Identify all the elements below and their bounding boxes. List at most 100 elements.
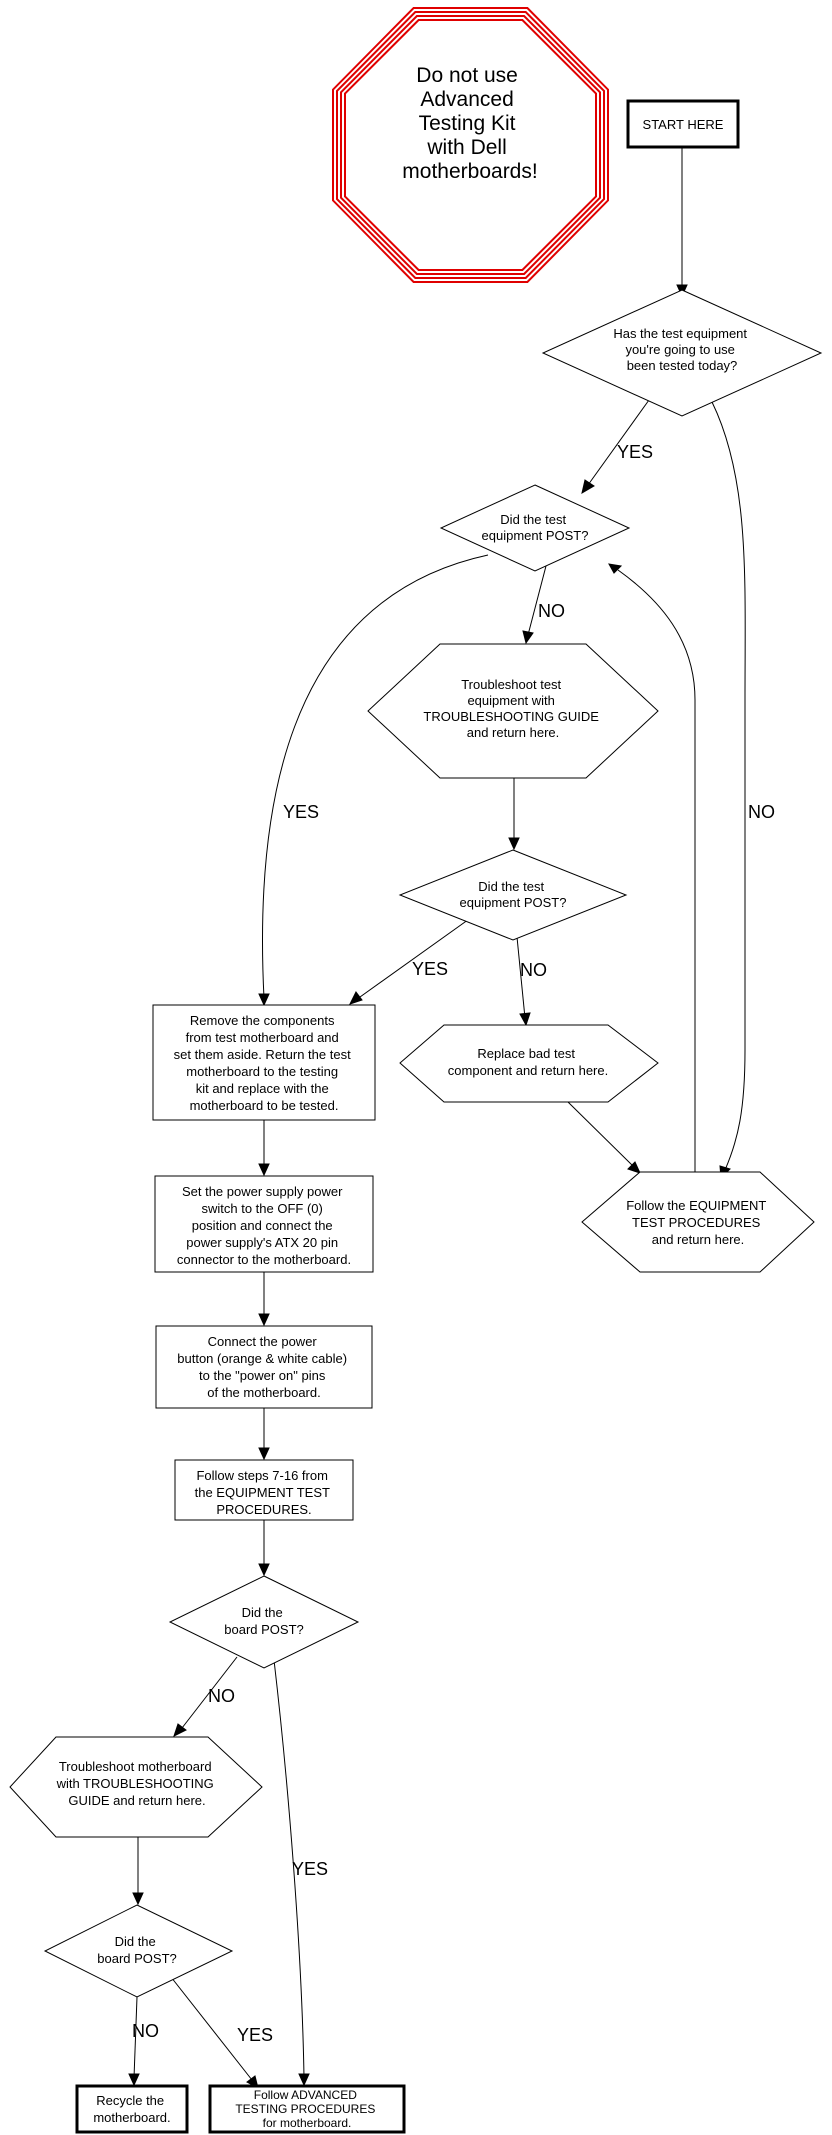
node-label: with TROUBLESHOOTING [56,1776,214,1791]
node-label: from test motherboard and [186,1030,339,1045]
svg-text:Recycle the motherboar: Recycle the motherboard. [93,2093,170,2125]
edge-label-no: NO [208,1686,235,1706]
svg-text:Set the power supply power: Set the power supply power switch to the… [177,1184,351,1267]
node-follow-advanced: Follow ADVANCED TESTING PROCEDURES for m… [208,2084,406,2134]
node-label: Troubleshoot motherboard [59,1759,212,1774]
node-label: and return here. [652,1232,745,1247]
node-label: board POST? [224,1622,304,1637]
edge-tested-no [711,401,746,1171]
node-label: button (orange & white cable) [177,1351,347,1366]
node-label: Remove the components [190,1013,335,1028]
node-label: power supply's ATX 20 pin [186,1235,338,1250]
node-label: you're going to use [625,342,734,357]
edge-label-no: NO [538,601,565,621]
arrowhead [128,2073,140,2087]
node-label: GUIDE and return here. [68,1793,205,1808]
svg-text:Connect the power butt: Connect the power button (orange & white… [177,1334,350,1400]
node-label: Troubleshoot test [461,677,561,692]
arrowhead [298,2073,310,2087]
node-label: Did the test [500,512,566,527]
node-troubleshoot-equipment: Troubleshoot test equipment with TROUBLE… [367,643,659,779]
node-label: Set the power supply power [182,1184,343,1199]
node-label: connector to the motherboard. [177,1252,351,1267]
edge-board1-no [181,1656,238,1729]
edge-label-yes: YES [283,802,319,822]
svg-text:Did the test equipment: Did the test equipment POST? [482,512,589,543]
svg-text:Follow ADVANCED TESTIN: Follow ADVANCED TESTING PROCEDURES for m… [235,2088,378,2130]
warning-text: Do not use Advanced Testing Kit with Del… [402,64,537,183]
edge-follow-back-to-post1 [617,569,696,1172]
warning-line: with Dell [426,136,506,159]
node-label: Follow ADVANCED [254,2088,357,2102]
nodes: START HERE Has the test equipment you're… [9,99,823,2134]
warning-line: Advanced [420,88,513,111]
node-label: motherboard. [93,2110,170,2125]
edges: YES NO NO YES YES NO [128,148,775,2089]
edge-label-yes: YES [237,2025,273,2045]
node-label: and return here. [467,725,560,740]
node-label: motherboard to be tested. [190,1098,339,1113]
node-remove-components: Remove the components from test motherbo… [152,1004,376,1121]
node-label: Follow the EQUIPMENT [626,1198,766,1213]
edge-label-no: NO [520,960,547,980]
arrowhead [258,993,270,1007]
node-label: Did the test [478,879,544,894]
node-label: motherboard to the testing [186,1064,338,1079]
node-label: for motherboard. [263,2116,352,2130]
node-label: Follow steps 7-16 from [196,1468,328,1483]
svg-text:Did the test equipment: Did the test equipment POST? [460,879,567,910]
edge-tested-yes [587,399,650,486]
node-label: TESTING PROCEDURES [235,2102,375,2116]
edge-board2-no [133,1996,138,2079]
edge-replace-to-follow [567,1101,634,1167]
node-label: Recycle the [96,2093,164,2108]
edge-label-no: NO [748,802,775,822]
node-label: been tested today? [627,358,738,373]
node-start: START HERE [626,99,740,149]
warning-line: Testing Kit [419,112,516,135]
node-replace-bad: Replace bad test component and return he… [399,1024,659,1103]
svg-text:Did the board POST?: Did the board POST? [224,1605,304,1637]
node-recycle: Recycle the motherboard. [75,2084,189,2134]
svg-text:Follow steps 7-16 from: Follow steps 7-16 from the EQUIPMENT TES… [195,1468,334,1517]
node-label: START HERE [643,117,724,132]
arrowhead [349,991,363,1005]
node-label: board POST? [97,1951,177,1966]
edge-label-yes: YES [292,1859,328,1879]
arrowhead [508,837,520,851]
node-troubleshoot-motherboard: Troubleshoot motherboard with TROUBLESHO… [9,1736,263,1838]
arrowhead [132,1892,144,1906]
node-label: set them aside. Return the test [174,1047,351,1062]
node-follow-equipment-test: Follow the EQUIPMENT TEST PROCEDURES and… [581,1171,815,1273]
node-label: component and return here. [448,1063,608,1078]
svg-text:Did the board POST?: Did the board POST? [97,1934,177,1966]
edge-post1-no [527,565,547,636]
node-label: TEST PROCEDURES [632,1215,761,1230]
node-label: TROUBLESHOOTING GUIDE [423,709,599,724]
svg-text:Troubleshoot motherboard: Troubleshoot motherboard with TROUBLESHO… [56,1759,218,1808]
node-label: Replace bad test [477,1046,575,1061]
node-label: position and connect the [192,1218,333,1233]
edge-board1-yes [273,1659,305,2079]
arrowhead [258,1313,270,1327]
arrowhead [519,1012,531,1027]
node-q-equipment-post-2: Did the test equipment POST? [398,849,628,941]
arrowhead [258,1163,270,1177]
node-label: the EQUIPMENT TEST [195,1485,330,1500]
node-q-board-post-2: Did the board POST? [43,1904,234,1998]
svg-text:Replace bad test compo: Replace bad test component and return he… [448,1046,608,1078]
node-label: to the "power on" pins [199,1368,326,1383]
node-q-equipment-post-1: Did the test equipment POST? [439,484,631,572]
arrowhead [258,1447,270,1461]
node-label: switch to the OFF (0) [202,1201,323,1216]
svg-text:Remove the components: Remove the components from test motherbo… [174,1013,355,1113]
svg-text:Has the test equipment: Has the test equipment you're going to u… [613,326,750,373]
edge-post2-no [516,936,526,1019]
node-label: Did the [242,1605,283,1620]
arrowhead [581,479,595,495]
arrowhead [173,1723,187,1737]
warning-line: Do not use [416,64,518,87]
node-connect-power-button: Connect the power button (orange & white… [155,1325,373,1409]
node-label: kit and replace with the [196,1081,329,1096]
edge-post1-yes [261,554,489,999]
